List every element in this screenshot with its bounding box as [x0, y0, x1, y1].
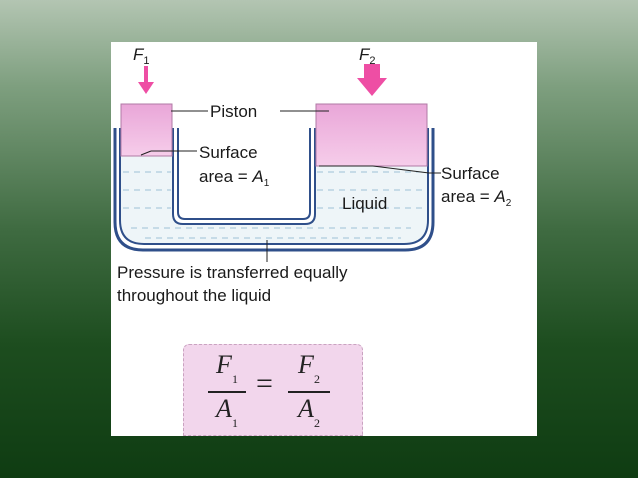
- force-f2-arrow-icon: [357, 64, 387, 96]
- surface-a2-line2: area = A2: [441, 187, 512, 209]
- surface-a1-line2: area = A1: [199, 167, 270, 189]
- force-f1-arrow-icon: [138, 66, 154, 94]
- formula-f1: F1: [216, 350, 238, 387]
- pressure-caption-line2: throughout the liquid: [117, 286, 271, 305]
- formula-a2: A2: [298, 394, 320, 431]
- hydraulic-press-diagram: F1 F2: [113, 45, 512, 305]
- surface-a2-line1: Surface: [441, 164, 500, 183]
- formula-f2: F2: [298, 350, 320, 387]
- fraction-bar-left: [208, 391, 246, 394]
- piston-label: Piston: [210, 102, 257, 121]
- fraction-f1-a1: F1 A1: [208, 351, 246, 433]
- formula-equals: =: [256, 367, 273, 400]
- small-piston: [120, 103, 173, 157]
- fraction-f2-a2: F2 A2: [288, 351, 330, 433]
- force-f1-label: F1: [133, 45, 150, 67]
- liquid-lines: [123, 171, 425, 239]
- slide-panel: F1 F2: [111, 42, 537, 436]
- liquid-label: Liquid: [342, 194, 387, 213]
- surface-a1-line1: Surface: [199, 143, 258, 162]
- pascal-formula-box: F1 A1 = F2 A2: [183, 344, 363, 436]
- pressure-caption-line1: Pressure is transferred equally: [117, 263, 348, 282]
- fraction-bar-right: [288, 391, 330, 394]
- force-f2-label: F2: [359, 45, 376, 67]
- formula-a1: A1: [216, 394, 238, 431]
- large-piston: [315, 103, 428, 167]
